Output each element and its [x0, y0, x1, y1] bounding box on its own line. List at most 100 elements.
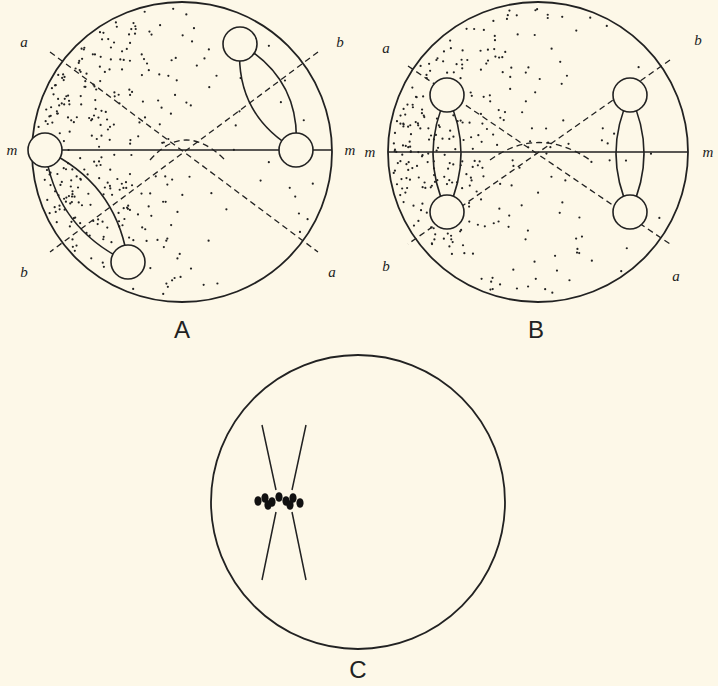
yolk-dot [77, 186, 79, 188]
yolk-dot [430, 134, 432, 136]
yolk-dot [61, 77, 63, 79]
yolk-dot [71, 190, 73, 192]
yolk-dot [65, 201, 67, 203]
yolk-dot [57, 112, 59, 114]
yolk-dot [534, 34, 536, 36]
yolk-dot [427, 127, 429, 129]
yolk-dot [506, 18, 508, 20]
yolk-dot [159, 123, 161, 125]
yolk-dot [122, 187, 124, 189]
yolk-dot [130, 28, 132, 30]
yolk-dot [119, 58, 121, 60]
yolk-dot [462, 49, 464, 51]
yolk-dot [63, 167, 65, 169]
yolk-dot [408, 161, 410, 163]
yolk-dot [167, 286, 169, 288]
yolk-dot [470, 177, 472, 179]
plane-label: m [345, 143, 356, 158]
yolk-dot [268, 45, 270, 47]
yolk-dot [601, 139, 603, 141]
yolk-dot [576, 248, 578, 250]
cleavage-plane [408, 66, 670, 244]
yolk-dot [55, 84, 57, 86]
yolk-dot [477, 134, 479, 136]
yolk-dot [499, 183, 501, 185]
yolk-dot [419, 65, 421, 67]
yolk-dot [110, 46, 112, 48]
yolk-dot [452, 136, 454, 138]
yolk-dot [119, 189, 121, 191]
yolk-dot [474, 160, 476, 162]
yolk-dot [578, 216, 580, 218]
yolk-dot [97, 218, 99, 220]
yolk-dot [472, 166, 474, 168]
yolk-dot [148, 69, 150, 71]
yolk-dot [451, 253, 453, 255]
yolk-dot [64, 98, 66, 100]
yolk-dot [128, 89, 130, 91]
yolk-dot [163, 141, 165, 143]
egg-outline [32, 2, 332, 302]
yolk-dot [477, 224, 479, 226]
yolk-dot [148, 205, 150, 207]
yolk-dot [126, 48, 128, 50]
yolk-dot [431, 243, 433, 245]
yolk-dot [155, 175, 157, 177]
yolk-dot [65, 168, 67, 170]
yolk-dot [109, 185, 111, 187]
yolk-dot [185, 13, 187, 15]
yolk-dot [422, 186, 424, 188]
yolk-dot [51, 87, 53, 89]
yolk-dot [71, 238, 73, 240]
yolk-dot [403, 124, 405, 126]
yolk-dot [625, 159, 627, 161]
yolk-dot [156, 239, 158, 241]
yolk-dot [203, 57, 205, 59]
yolk-dot [75, 244, 77, 246]
yolk-dot [562, 119, 564, 121]
yolk-dot [61, 102, 63, 104]
yolk-dot [428, 138, 430, 140]
yolk-dot [402, 125, 404, 127]
plane-label: b [694, 33, 702, 48]
yolk-dot [115, 21, 117, 23]
yolk-dot [405, 145, 407, 147]
yolk-dot [446, 183, 448, 185]
yolk-dot [57, 98, 59, 100]
yolk-dot [98, 177, 100, 179]
yolk-dot [421, 112, 423, 114]
yolk-dot [140, 193, 142, 195]
yolk-dot [89, 204, 91, 206]
yolk-dot [468, 122, 470, 124]
yolk-dot [492, 288, 494, 290]
yolk-dot [460, 119, 462, 121]
yolk-dot [68, 100, 70, 102]
yolk-dot [402, 108, 404, 110]
yolk-dot [393, 172, 395, 174]
yolk-dot [497, 220, 499, 222]
yolk-dot [196, 64, 198, 66]
yolk-dot [46, 169, 48, 171]
yolk-dot [58, 104, 60, 106]
yolk-dot [138, 121, 140, 123]
yolk-dot [149, 192, 151, 194]
yolk-dot [504, 111, 506, 113]
yolk-dot [494, 55, 496, 57]
yolk-dot [98, 146, 100, 148]
yolk-dot [419, 127, 421, 129]
plane-label: b [20, 265, 28, 280]
yolk-dot [56, 110, 58, 112]
yolk-dot [123, 207, 125, 209]
yolk-dot [78, 62, 80, 64]
yolk-dot [581, 235, 583, 237]
yolk-dot [58, 205, 60, 207]
yolk-dot [450, 235, 452, 237]
yolk-dot [524, 238, 526, 240]
plane-label: a [382, 41, 390, 56]
yolk-dot [190, 104, 192, 106]
yolk-dot [539, 78, 541, 80]
yolk-dot [104, 186, 106, 188]
yolk-dot [437, 147, 439, 149]
yolk-dot [468, 220, 470, 222]
yolk-dot [417, 124, 419, 126]
